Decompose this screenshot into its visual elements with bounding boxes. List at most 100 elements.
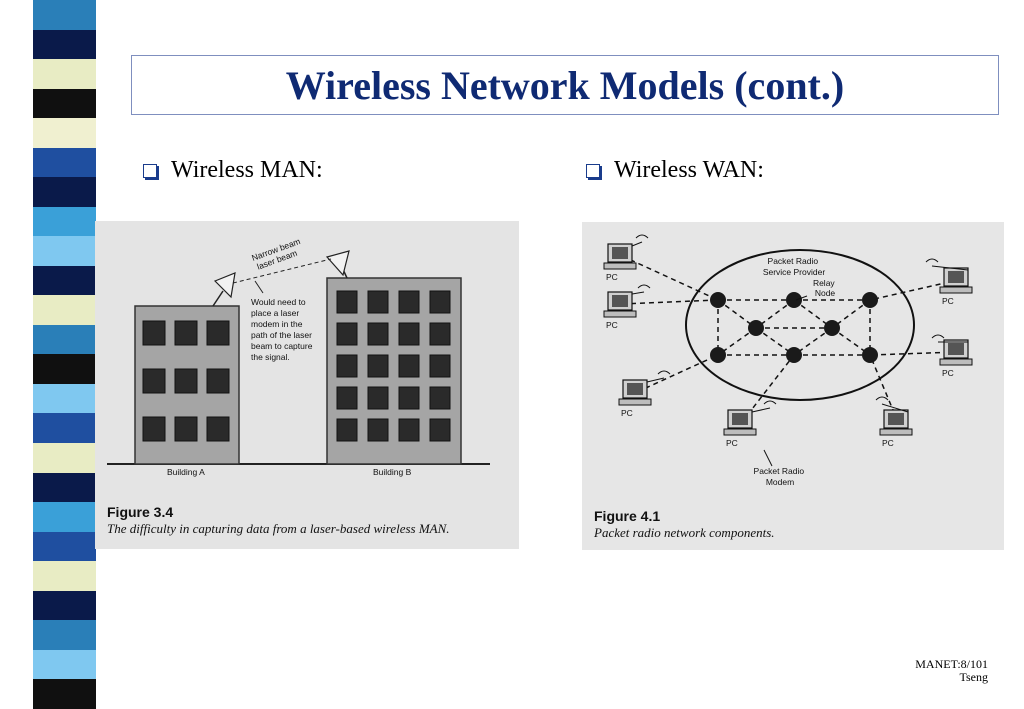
window xyxy=(367,322,389,346)
window xyxy=(367,354,389,378)
window xyxy=(398,418,420,442)
man-illustration: Narrow beam laser beam Would need to pla… xyxy=(95,221,519,549)
pc-icon: PC xyxy=(603,234,649,282)
strip-segment xyxy=(33,383,96,414)
relay-node-label: Relay Node xyxy=(813,278,837,298)
window xyxy=(367,386,389,410)
modem-arrow xyxy=(763,449,773,467)
window xyxy=(142,320,166,346)
relay-nodes xyxy=(710,292,878,363)
strip-segment xyxy=(33,265,96,296)
modem-label: Packet Radio Modem xyxy=(754,466,807,487)
bullet-label: Wireless MAN: xyxy=(171,157,323,183)
note-label: Would need to place a laser modem in the… xyxy=(251,297,315,362)
window xyxy=(398,354,420,378)
window xyxy=(206,320,230,346)
window xyxy=(367,290,389,314)
building-a-windows xyxy=(142,320,230,442)
figure-caption-number: Figure 3.4 xyxy=(107,504,173,520)
strip-segment xyxy=(33,59,96,89)
strip-segment xyxy=(33,206,96,237)
relay-node xyxy=(862,292,878,308)
strip-segment xyxy=(33,531,96,562)
strip-segment xyxy=(33,295,96,325)
window xyxy=(206,368,230,394)
title-box: Wireless Network Models (cont.) xyxy=(131,55,999,115)
building-b-label: Building B xyxy=(373,467,412,477)
link-line xyxy=(621,299,719,305)
building-a-label: Building A xyxy=(167,467,205,477)
relay-node xyxy=(824,320,840,336)
strip-segment xyxy=(33,88,96,119)
bullet-wireless-wan: Wireless WAN: xyxy=(586,157,764,184)
window xyxy=(336,418,358,442)
pc-icon: PC xyxy=(925,258,973,306)
window xyxy=(336,354,358,378)
window xyxy=(398,322,420,346)
author-name: Tseng xyxy=(959,670,989,684)
relay-node xyxy=(748,320,764,336)
strip-segment xyxy=(33,472,96,503)
relay-node xyxy=(710,347,726,363)
figure-caption-text: Packet radio network components. xyxy=(593,525,775,540)
strip-segment xyxy=(33,590,96,621)
window xyxy=(429,418,451,442)
relay-node xyxy=(786,347,802,363)
strip-segment xyxy=(33,679,96,709)
pc-label: PC xyxy=(942,296,954,306)
figure-caption-number: Figure 4.1 xyxy=(594,508,660,524)
strip-segment xyxy=(33,118,96,148)
strip-segment xyxy=(33,0,96,30)
building-b-windows xyxy=(336,290,451,442)
strip-segment xyxy=(33,502,96,532)
pc-icon: PC xyxy=(618,370,671,418)
pc-icon: PC xyxy=(931,334,973,378)
provider-label: Packet Radio Service Provider xyxy=(763,256,826,277)
antenna-icon xyxy=(325,250,350,279)
strip-segment xyxy=(33,354,96,384)
pc-label: PC xyxy=(942,368,954,378)
slide-footer: MANET:8/101 Tseng xyxy=(915,658,988,684)
page-title: Wireless Network Models (cont.) xyxy=(285,62,845,108)
link-line xyxy=(869,351,959,356)
relay-node xyxy=(862,347,878,363)
window xyxy=(174,416,198,442)
figure-wireless-man: Narrow beam laser beam Would need to pla… xyxy=(95,221,519,549)
figure-caption-text: The difficulty in capturing data from a … xyxy=(107,521,450,536)
pc-icon: PC xyxy=(875,396,913,448)
strip-segment xyxy=(33,236,96,266)
window xyxy=(174,368,198,394)
checkbox-bullet-icon xyxy=(143,163,157,178)
decorative-color-strip xyxy=(33,0,96,709)
pc-label: PC xyxy=(726,438,738,448)
window xyxy=(398,386,420,410)
pc-icon: PC xyxy=(603,284,651,330)
strip-segment xyxy=(33,177,96,207)
window xyxy=(142,368,166,394)
window xyxy=(206,416,230,442)
strip-segment xyxy=(33,649,96,680)
antenna-icon xyxy=(212,272,236,307)
link-line xyxy=(869,279,959,301)
strip-segment xyxy=(33,147,96,178)
pc-icon: PC xyxy=(723,400,777,448)
laser-beam-line xyxy=(232,258,332,284)
link-line xyxy=(636,354,719,393)
relay-node xyxy=(710,292,726,308)
window xyxy=(429,354,451,378)
pc-label: PC xyxy=(621,408,633,418)
strip-segment xyxy=(33,442,96,473)
window xyxy=(336,290,358,314)
strip-segment xyxy=(33,324,96,355)
note-arrow xyxy=(254,280,264,294)
relay-arrow xyxy=(795,295,808,301)
window xyxy=(336,322,358,346)
checkbox-bullet-icon xyxy=(586,163,600,178)
window xyxy=(142,416,166,442)
window xyxy=(429,322,451,346)
window xyxy=(367,418,389,442)
window xyxy=(429,290,451,314)
